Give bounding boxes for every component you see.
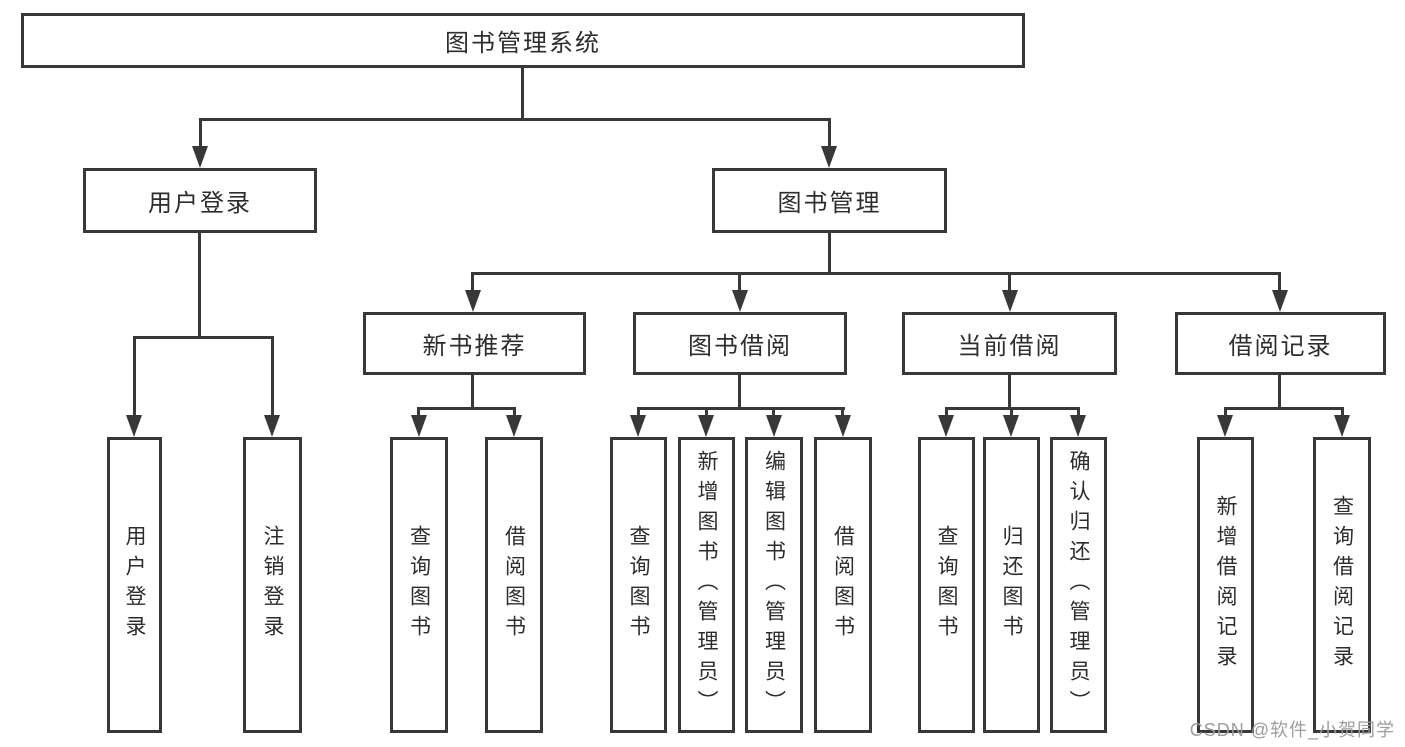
connector-line bbox=[1224, 407, 1227, 419]
connector-line bbox=[637, 407, 845, 410]
leaf-logout: 注销登录 bbox=[243, 437, 302, 733]
node-current-borrow-label: 当前借阅 bbox=[957, 333, 1062, 360]
leaf-current-confirm-label: 确认归还（管理员） bbox=[1067, 450, 1090, 720]
arrowhead-icon bbox=[1334, 415, 1350, 437]
connector-line bbox=[133, 336, 273, 339]
arrowhead-icon bbox=[766, 415, 782, 437]
connector-line bbox=[1341, 407, 1344, 419]
arrowhead-icon bbox=[465, 290, 481, 312]
arrowhead-icon bbox=[732, 290, 748, 312]
node-borrow-record-label: 借阅记录 bbox=[1228, 333, 1333, 360]
connector-line bbox=[828, 233, 831, 274]
node-root-label: 图书管理系统 bbox=[445, 30, 601, 57]
connector-line bbox=[471, 272, 474, 292]
leaf-borrow-query-label: 查询图书 bbox=[627, 525, 650, 645]
connector-line bbox=[513, 407, 516, 419]
leaf-newbook-borrow: 借阅图书 bbox=[485, 437, 543, 733]
leaf-record-query: 查询借阅记录 bbox=[1313, 437, 1371, 733]
arrowhead-icon bbox=[1272, 290, 1288, 312]
connector-line bbox=[945, 407, 948, 419]
leaf-logout-label: 注销登录 bbox=[261, 525, 284, 645]
node-current-borrow: 当前借阅 bbox=[902, 312, 1117, 375]
connector-line bbox=[199, 118, 202, 150]
leaf-borrow-add: 新增图书（管理员） bbox=[678, 437, 735, 733]
leaf-current-query: 查询图书 bbox=[918, 437, 975, 733]
connector-line bbox=[1008, 272, 1011, 292]
node-new-book: 新书推荐 bbox=[363, 312, 586, 375]
connector-line bbox=[1224, 407, 1344, 410]
node-user-login: 用户登录 bbox=[83, 168, 317, 233]
leaf-user-login: 用户登录 bbox=[107, 437, 162, 733]
connector-line bbox=[1278, 272, 1281, 292]
arrowhead-icon bbox=[835, 415, 851, 437]
connector-line bbox=[637, 407, 640, 419]
leaf-current-query-label: 查询图书 bbox=[935, 525, 958, 645]
connector-line bbox=[199, 118, 831, 121]
connector-line bbox=[1008, 375, 1011, 409]
connector-line bbox=[772, 407, 775, 419]
connector-line bbox=[828, 118, 831, 150]
connector-line bbox=[1077, 407, 1080, 419]
arrowhead-icon bbox=[698, 415, 714, 437]
connector-line bbox=[705, 407, 708, 419]
arrowhead-icon bbox=[411, 415, 427, 437]
arrowhead-icon bbox=[630, 415, 646, 437]
arrowhead-icon bbox=[126, 415, 142, 437]
connector-line bbox=[417, 407, 420, 419]
node-book-borrow-label: 图书借阅 bbox=[688, 333, 792, 360]
leaf-borrow-borrow-label: 借阅图书 bbox=[831, 525, 855, 645]
leaf-user-login-label: 用户登录 bbox=[123, 525, 146, 645]
connector-line bbox=[841, 407, 844, 419]
connector-line bbox=[1278, 375, 1281, 409]
connector-line bbox=[738, 375, 741, 409]
arrowhead-icon bbox=[506, 415, 522, 437]
leaf-newbook-borrow-label: 借阅图书 bbox=[502, 525, 526, 645]
connector-line bbox=[471, 375, 474, 409]
arrowhead-icon bbox=[1003, 415, 1019, 437]
leaf-newbook-query: 查询图书 bbox=[390, 437, 448, 733]
leaf-current-return: 归还图书 bbox=[983, 437, 1040, 733]
leaf-record-add: 新增借阅记录 bbox=[1197, 437, 1254, 733]
connector-line bbox=[417, 407, 516, 410]
node-book-mgmt-label: 图书管理 bbox=[777, 190, 882, 217]
arrowhead-icon bbox=[192, 146, 208, 168]
arrowhead-icon bbox=[264, 415, 280, 437]
leaf-borrow-add-label: 新增图书（管理员） bbox=[695, 450, 718, 720]
node-borrow-record: 借阅记录 bbox=[1175, 312, 1386, 375]
node-user-login-label: 用户登录 bbox=[148, 190, 252, 217]
node-root: 图书管理系统 bbox=[21, 13, 1025, 68]
node-book-mgmt: 图书管理 bbox=[712, 168, 947, 233]
arrowhead-icon bbox=[1002, 290, 1018, 312]
leaf-current-confirm: 确认归还（管理员） bbox=[1050, 437, 1107, 733]
leaf-record-query-label: 查询借阅记录 bbox=[1330, 495, 1354, 675]
leaf-borrow-edit: 编辑图书（管理员） bbox=[745, 437, 803, 733]
leaf-borrow-query: 查询图书 bbox=[610, 437, 667, 733]
arrowhead-icon bbox=[1070, 415, 1086, 437]
leaf-newbook-query-label: 查询图书 bbox=[407, 525, 431, 645]
arrowhead-icon bbox=[821, 146, 837, 168]
connector-line bbox=[521, 68, 524, 118]
connector-line bbox=[471, 272, 1281, 275]
connector-line bbox=[198, 233, 201, 336]
leaf-borrow-borrow: 借阅图书 bbox=[814, 437, 872, 733]
watermark: CSDN @软件_小贺同学 bbox=[1189, 720, 1395, 740]
leaf-record-add-label: 新增借阅记录 bbox=[1214, 495, 1237, 675]
connector-line bbox=[133, 336, 136, 417]
leaf-borrow-edit-label: 编辑图书（管理员） bbox=[762, 450, 786, 720]
connector-line bbox=[1010, 407, 1013, 419]
leaf-current-return-label: 归还图书 bbox=[1000, 525, 1023, 645]
node-book-borrow: 图书借阅 bbox=[633, 312, 847, 375]
connector-line bbox=[738, 272, 741, 292]
arrowhead-icon bbox=[938, 415, 954, 437]
node-new-book-label: 新书推荐 bbox=[422, 333, 527, 360]
connector-line bbox=[271, 336, 274, 417]
arrowhead-icon bbox=[1217, 415, 1233, 437]
